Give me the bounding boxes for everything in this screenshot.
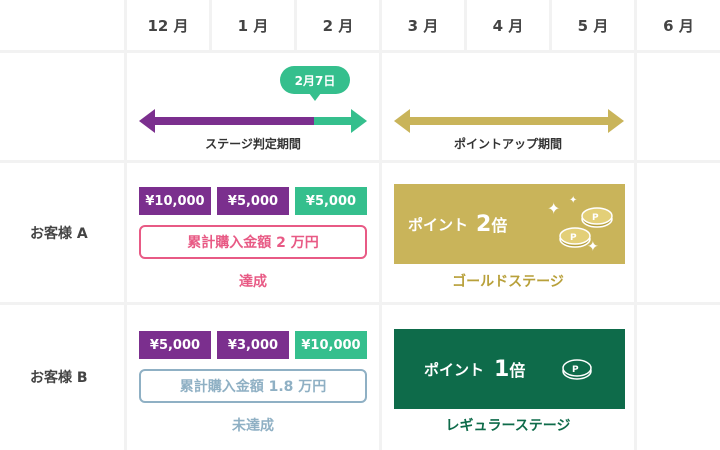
customer-b-amount-jan: ¥3,000 [217,331,289,359]
customer-a-jun-cell [637,163,720,302]
svg-text:P: P [572,365,579,375]
customer-a-point-box: ポイント 2 倍 ✦ ✦ ✦ P P [394,184,625,264]
customer-a-judge-cell: ¥10,000 ¥5,000 ¥5,000 累計購入金額 2 万円 達成 [127,163,379,302]
judge-period-label: ステージ判定期間 [205,137,301,151]
customer-b-label-cell: お客様 B [0,305,124,450]
month-header-feb: 2 月 [297,0,379,50]
svg-text:P: P [570,233,577,243]
customer-a-point-suffix: 倍 [491,216,508,235]
svg-text:✦: ✦ [547,199,560,218]
month-header-jun: 6 月 [637,0,720,50]
customer-b-name: お客様 B [30,370,88,386]
judge-arrow-left-icon [139,109,155,133]
timeline-pointup-cell: ポイントアップ期間 [382,53,634,160]
month-header-mar: 3 月 [382,0,464,50]
month-header-jan: 1 月 [212,0,294,50]
customer-b-total: 累計購入金額 1.8 万円 [139,369,367,403]
customer-a-point-label: ポイント [408,215,469,234]
month-header-apr: 4 月 [467,0,549,50]
customer-b-stage: レギュラーステージ [445,418,571,434]
pointup-period-label: ポイントアップ期間 [453,137,562,151]
corner-cell [0,0,124,50]
month-header-dec: 12 月 [127,0,209,50]
customer-a-status: 達成 [239,274,267,290]
pointup-arrow-right-icon [608,109,624,133]
customer-b-point-label: ポイント [424,360,485,379]
customer-a-point-mult: 2 [476,211,492,237]
customer-b-status: 未達成 [232,418,274,434]
customer-a-stage: ゴールドステージ [452,274,564,290]
customer-b-amount-dec: ¥5,000 [139,331,211,359]
customer-b-pointup-cell: ポイント 1 倍 P レギュラーステージ [382,305,634,450]
customer-a-label-cell: お客様 A [0,163,124,302]
customer-a-total: 累計購入金額 2 万円 [139,225,367,259]
date-bubble: 2月7日 [280,66,350,94]
judge-bar-purple [154,117,314,125]
customer-b-judge-cell: ¥5,000 ¥3,000 ¥10,000 累計購入金額 1.8 万円 未達成 [127,305,379,450]
customer-a-amount-dec: ¥10,000 [139,187,211,215]
date-bubble-text: 2月7日 [294,73,336,88]
timeline-label-cell [0,53,124,160]
customer-b-amount-feb: ¥10,000 [295,331,367,359]
timeline-jun-cell [637,53,720,160]
svg-text:✦: ✦ [569,195,577,206]
coin-icon: P [562,359,592,380]
customer-a-amount-feb: ¥5,000 [295,187,367,215]
judge-arrow-right-icon [351,109,367,133]
customer-a-name: お客様 A [30,226,88,242]
customer-b-point-mult: 1 [494,356,510,382]
customer-b-point-suffix: 倍 [509,361,526,380]
judge-bar-green [314,117,351,125]
month-header-may: 5 月 [552,0,634,50]
pointup-bar [409,117,609,125]
gold-coins-icon: ✦ ✦ ✦ P P [547,195,613,255]
svg-text:P: P [592,213,599,223]
date-bubble-pointer [309,93,321,101]
customer-a-pointup-cell: ポイント 2 倍 ✦ ✦ ✦ P P ゴールドステージ [382,163,634,302]
customer-a-amount-jan: ¥5,000 [217,187,289,215]
customer-b-jun-cell [637,305,720,450]
svg-text:✦: ✦ [587,239,599,255]
timeline-judge-cell: 2月7日 ステージ判定期間 [127,53,379,160]
customer-b-point-box: ポイント 1 倍 P [394,329,625,409]
pointup-arrow-left-icon [394,109,410,133]
